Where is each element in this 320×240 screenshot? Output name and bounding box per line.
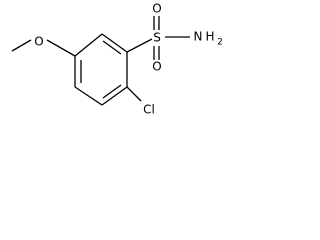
- bond-ring-cl: [126, 86, 142, 102]
- atom-o-methoxy: O: [34, 35, 43, 49]
- bond-ring-inner-1: [102, 40, 122, 55]
- atom-o-sulfonyl-bottom: O: [152, 60, 161, 74]
- chemical-structure: O S O O N H 2 Cl: [11, 2, 223, 117]
- bond-ring-s: [126, 38, 153, 53]
- atom-n-amine: N: [194, 30, 203, 44]
- atom-s: S: [153, 31, 161, 45]
- bond-ring-4: [74, 86, 103, 106]
- atom-h-subscript: 2: [217, 38, 223, 48]
- bond-methyl-o: [11, 39, 32, 52]
- bond-ring-6: [74, 33, 103, 57]
- atom-o-sulfonyl-top: O: [152, 2, 161, 16]
- bond-ring-1: [101, 33, 128, 53]
- atom-h-amine: H: [205, 30, 214, 44]
- bond-ring-3: [101, 86, 128, 106]
- bond-ring-inner-2: [102, 84, 122, 99]
- atom-cl: Cl: [143, 103, 155, 117]
- bond-o-ring: [46, 39, 76, 57]
